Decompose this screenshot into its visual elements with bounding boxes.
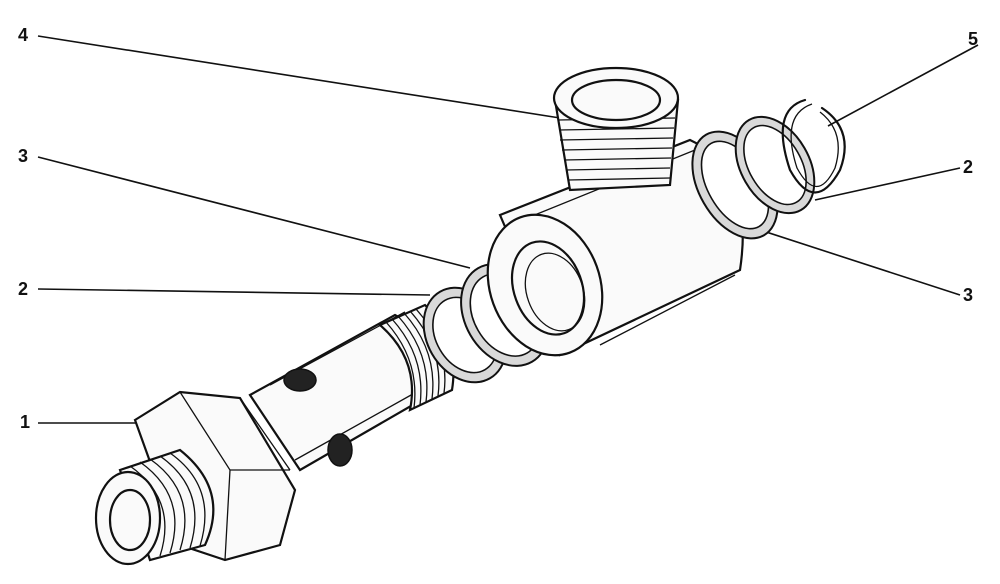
leader-line-2-left bbox=[37, 288, 431, 296]
leader-line-2-right bbox=[814, 167, 961, 201]
callout-3-left: 3 bbox=[18, 146, 29, 166]
leader-lines bbox=[37, 35, 979, 424]
callout-2-right: 2 bbox=[963, 157, 974, 177]
leader-line-3-right bbox=[759, 229, 961, 296]
callout-4: 4 bbox=[18, 25, 29, 45]
gasket-right-2 bbox=[734, 115, 816, 215]
part-4-banjo-body bbox=[486, 66, 744, 357]
front-thread-stub bbox=[94, 448, 215, 566]
cross-hole-upper bbox=[283, 368, 317, 392]
leader-line-3-left bbox=[37, 156, 471, 269]
banjo-threaded-boss bbox=[552, 66, 680, 192]
callout-1: 1 bbox=[20, 412, 31, 432]
callout-2-left: 2 bbox=[18, 279, 29, 299]
callout-5: 5 bbox=[968, 29, 979, 49]
part-5-snap-ring bbox=[781, 98, 846, 194]
callout-3-right: 3 bbox=[963, 285, 974, 305]
part-1-hollow-bolt bbox=[94, 303, 455, 566]
leader-line-4 bbox=[37, 35, 561, 119]
cross-hole-lower bbox=[327, 433, 353, 467]
leader-line-5 bbox=[827, 44, 979, 127]
banjo-front-face bbox=[486, 213, 604, 357]
